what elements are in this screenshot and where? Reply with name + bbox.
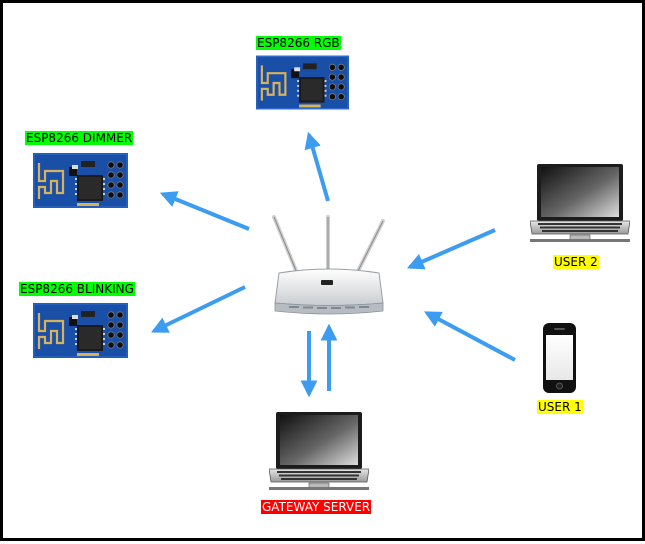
arrow-user1-to-router — [424, 311, 516, 362]
esp8266-blinking-label: ESP8266 BLINKING — [19, 282, 135, 296]
arrow-router-to-esp-rgb — [304, 131, 330, 202]
arrow-router-to-esp-dimmer — [159, 191, 250, 231]
esp8266-rgb-label: ESP8266 RGB — [256, 36, 341, 50]
esp8266-dimmer-label: ESP8266 DIMMER — [25, 131, 134, 145]
arrows — [150, 131, 516, 398]
arrow-router-to-esp-blinking — [150, 285, 246, 333]
router-icon — [272, 215, 385, 315]
user2-label: USER 2 — [553, 255, 599, 269]
gateway-server-label: GATEWAY SERVER — [261, 500, 372, 514]
user1-phone-icon — [543, 323, 576, 393]
esp8266-rgb-board — [256, 55, 349, 110]
esp8266-dimmer-board — [33, 153, 128, 208]
gateway-server-laptop-icon — [269, 412, 369, 490]
esp8266-blinking-board — [33, 303, 128, 358]
user2-laptop-icon — [530, 164, 630, 242]
user1-label: USER 1 — [537, 400, 583, 414]
network-diagram — [33, 55, 630, 490]
arrow-user2-to-router — [406, 228, 496, 270]
